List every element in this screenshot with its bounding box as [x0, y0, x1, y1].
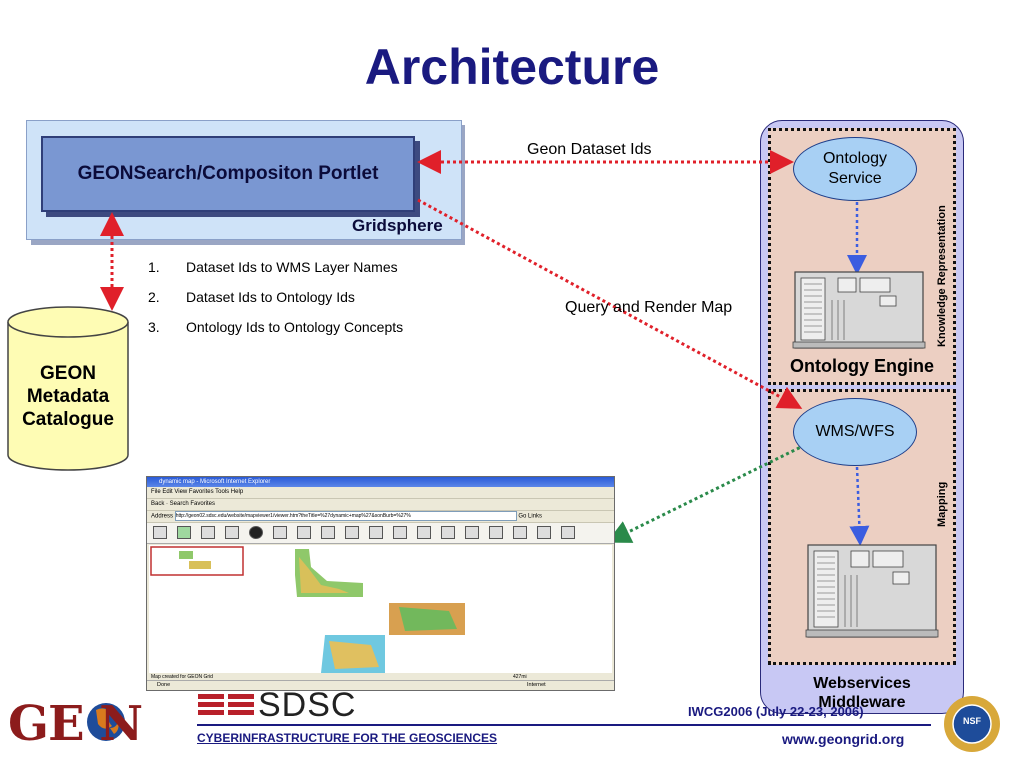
zoom-in-tool-icon: [177, 526, 191, 539]
find-tool-icon: [321, 526, 335, 539]
identify-tool-icon: [369, 526, 383, 539]
blank-tool-icon: [561, 526, 575, 539]
mapping-steps-list: 1.Dataset Ids to WMS Layer Names 2.Datas…: [148, 258, 403, 348]
extent-tool-icon: [465, 526, 479, 539]
portlet-box: GEONSearch/Compositon Portlet: [41, 136, 415, 212]
wms-server-arrow: [849, 466, 870, 546]
footer-tagline: CYBERINFRASTRUCTURE FOR THE GEOSCIENCES: [197, 731, 498, 745]
full-extent-tool-icon: [489, 526, 503, 539]
map-canvas: [149, 545, 612, 673]
legend-tool-icon: [153, 526, 167, 539]
pan-tool-icon: [225, 526, 239, 539]
map-scale: 427mi: [513, 674, 527, 680]
map-output-arrow: [606, 443, 806, 543]
column-tool-icon: [513, 526, 527, 539]
browser-screenshot: dynamic map - Microsoft Internet Explore…: [146, 476, 615, 691]
zoom-out-tool-icon: [201, 526, 215, 539]
footer-url: www.geongrid.org: [782, 731, 905, 747]
page-title: Architecture: [364, 39, 660, 95]
ontology-engine-server-icon: [792, 271, 926, 349]
sdsc-logo-icon: [198, 694, 254, 715]
metadata-catalogue-label: GEON Metadata Catalogue: [22, 363, 114, 430]
map-toolbar: [147, 523, 614, 544]
browser-nav-bar: Back · Search Favorites: [147, 499, 614, 511]
hand-tool-icon: [417, 526, 431, 539]
footer-divider: [197, 724, 931, 726]
map-caption: Map created for GEON Grid: [151, 674, 213, 680]
layers-tool-icon: [297, 526, 311, 539]
dataset-ids-label: Geon Dataset Ids: [527, 141, 652, 158]
nsf-label: NSF: [963, 716, 981, 726]
list-item: 2.Dataset Ids to Ontology Ids: [148, 289, 355, 305]
webservices-middleware-label: Webservices Middleware: [813, 675, 911, 711]
browser-title-bar: dynamic map - Microsoft Internet Explore…: [147, 477, 614, 487]
metadata-catalogue-cylinder: [7, 306, 129, 471]
back-tool-icon: [393, 526, 407, 539]
gridsphere-label: Gridsphere: [352, 216, 443, 235]
address-input: http://geon02.sdsc.edu/website/mapviewer…: [174, 511, 517, 521]
list-item: 1.Dataset Ids to WMS Layer Names: [148, 259, 398, 275]
browser-address-bar: Address http://geon02.sdsc.edu/website/m…: [147, 511, 614, 523]
select-tool-icon: [273, 526, 287, 539]
info-tool-icon: [249, 526, 263, 539]
browser-menu-bar: File Edit View Favorites Tools Help: [147, 487, 614, 499]
list-item: 3.Ontology Ids to Ontology Concepts: [148, 319, 404, 335]
mapping-server-icon: [805, 544, 939, 638]
wms-wfs-node: WMS/WFS: [793, 398, 917, 466]
mapping-label: Mapping: [936, 481, 948, 527]
query-tool-icon: [345, 526, 359, 539]
geon-logo: GE N: [8, 696, 143, 752]
nsf-seal-icon: [944, 696, 1000, 752]
browser-status-bar: Done Internet: [147, 680, 614, 690]
ontology-engine-label: Ontology Engine: [790, 356, 934, 376]
print-tool-icon: [441, 526, 455, 539]
conference-label: IWCG2006 (July 22-23, 2006): [688, 704, 864, 719]
map-rendering: [150, 546, 465, 673]
knowledge-representation-label: Knowledge Representation: [936, 205, 948, 347]
table-tool-icon: [537, 526, 551, 539]
query-render-label: Query and Render Map: [565, 299, 733, 316]
sdsc-logo-text: SDSC: [258, 686, 357, 724]
globe-icon: [87, 703, 125, 741]
